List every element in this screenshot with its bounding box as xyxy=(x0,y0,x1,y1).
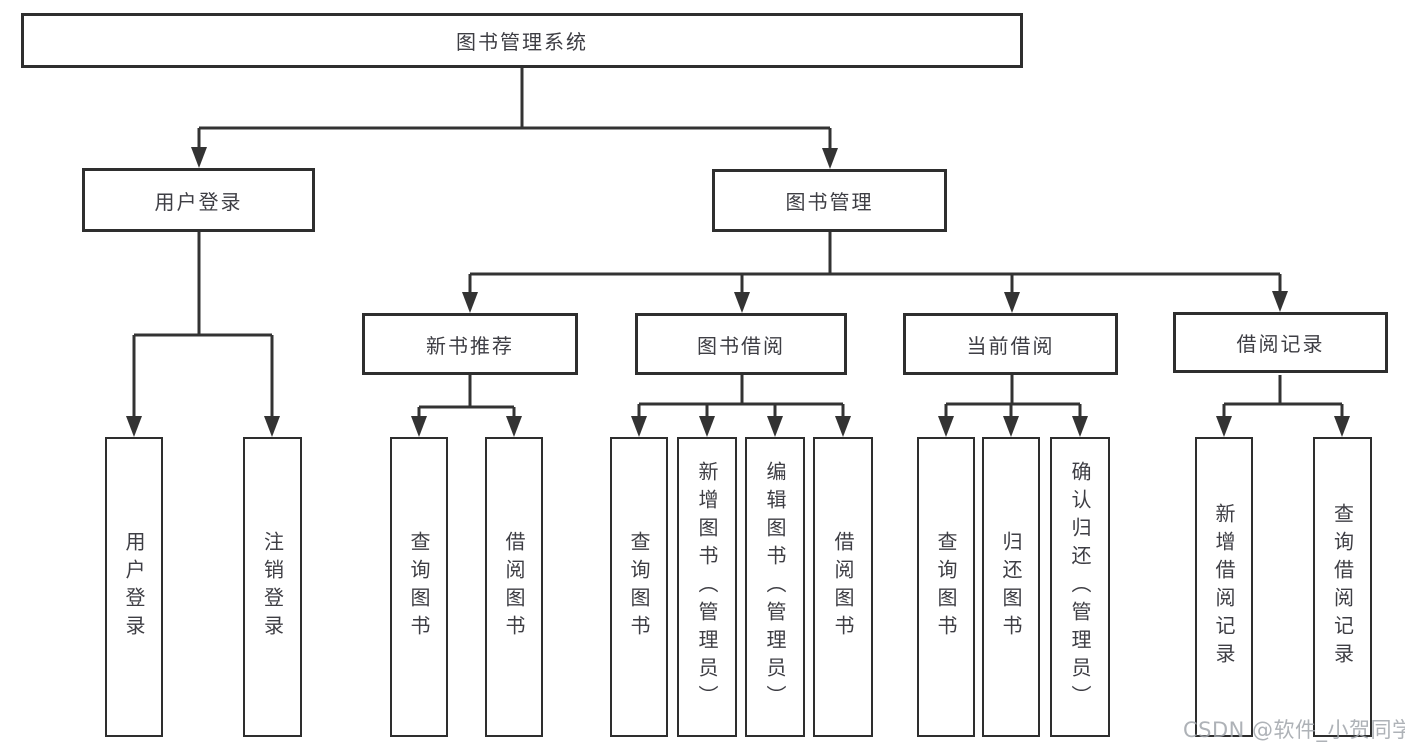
node-label: 用户登录 xyxy=(122,531,146,643)
connector-userlogin-to-leaves xyxy=(132,232,274,419)
node-library-system: 图书管理系统 xyxy=(21,13,1023,68)
node-label: 图书管理系统 xyxy=(456,30,588,54)
connector-borrow-to-leaves xyxy=(637,375,845,419)
node-book-borrow: 图书借阅 xyxy=(635,313,847,375)
node-label: 编辑图书（管理员） xyxy=(763,461,787,713)
node-borrow-records: 借阅记录 xyxy=(1173,312,1388,373)
leaf-query-books-borrow: 查询图书 xyxy=(610,437,668,737)
node-label: 图书借阅 xyxy=(697,333,785,358)
connector-newbook-to-leaves xyxy=(417,375,516,419)
leaf-logout: 注销登录 xyxy=(243,437,302,737)
node-label: 当前借阅 xyxy=(966,333,1055,358)
node-label: 查询图书 xyxy=(934,531,958,643)
node-label: 查询图书 xyxy=(627,531,651,643)
leaf-return-books: 归还图书 xyxy=(982,437,1040,737)
leaf-confirm-return-admin: 确认归还（管理员） xyxy=(1050,437,1110,737)
leaf-user-login: 用户登录 xyxy=(105,437,163,737)
node-label: 用户登录 xyxy=(154,189,243,214)
node-label: 查询图书 xyxy=(407,531,431,643)
node-label: 新书推荐 xyxy=(426,333,514,358)
leaf-add-borrow-record: 新增借阅记录 xyxy=(1195,437,1253,737)
node-label: 图书管理 xyxy=(785,190,874,214)
leaf-borrow-books: 借阅图书 xyxy=(813,437,873,737)
node-label: 新增借阅记录 xyxy=(1212,503,1236,671)
node-label: 注销登录 xyxy=(260,531,285,643)
connector-current-to-leaves xyxy=(944,375,1082,419)
leaf-borrow-books-recommend: 借阅图书 xyxy=(485,437,543,737)
leaf-add-books-admin: 新增图书（管理员） xyxy=(677,437,737,737)
node-label: 借阅图书 xyxy=(502,531,526,643)
node-current-borrow: 当前借阅 xyxy=(903,313,1118,375)
csdn-watermark: CSDN @软件_小贺同学 xyxy=(1183,718,1405,742)
arrowheads xyxy=(126,147,1350,437)
node-label: 借阅图书 xyxy=(831,531,855,643)
leaf-edit-books-admin: 编辑图书（管理员） xyxy=(745,437,805,737)
connector-root-to-level2 xyxy=(197,68,832,151)
node-new-book-recommend: 新书推荐 xyxy=(362,313,578,375)
node-user-login: 用户登录 xyxy=(82,168,315,232)
connector-bookmgmt-to-level3 xyxy=(468,232,1282,295)
leaf-query-borrow-record: 查询借阅记录 xyxy=(1313,437,1372,737)
node-label: 确认归还（管理员） xyxy=(1068,461,1092,713)
leaf-query-books-current: 查询图书 xyxy=(917,437,975,737)
node-label: 新增图书（管理员） xyxy=(695,461,719,713)
leaf-query-books-recommend: 查询图书 xyxy=(390,437,448,737)
node-label: 归还图书 xyxy=(999,531,1023,643)
node-label: 查询借阅记录 xyxy=(1330,503,1355,671)
node-label: 借阅记录 xyxy=(1236,332,1325,356)
connector-records-to-leaves xyxy=(1222,375,1344,419)
node-book-management: 图书管理 xyxy=(712,169,947,232)
